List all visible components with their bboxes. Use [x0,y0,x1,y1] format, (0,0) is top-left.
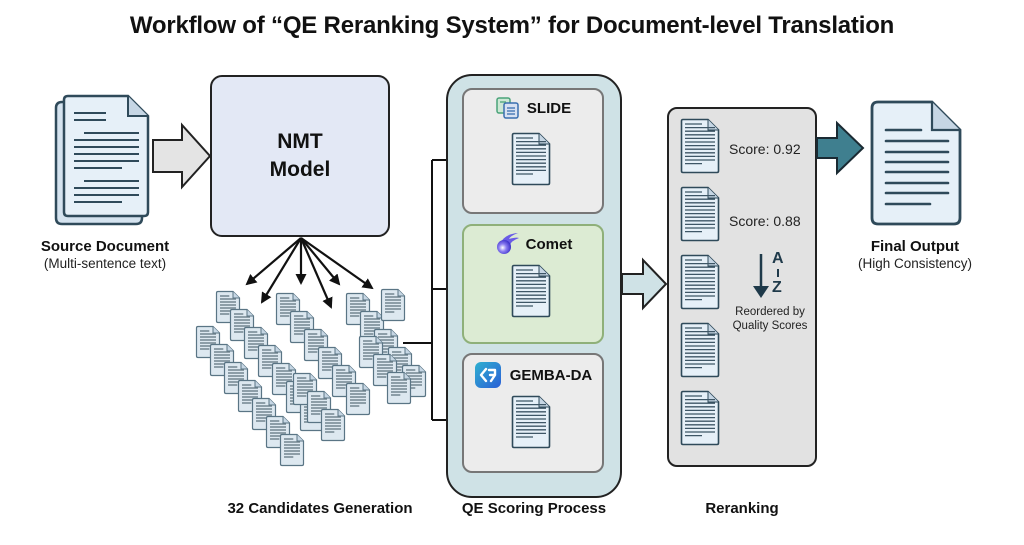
candidate-document-icon [223,361,249,395]
sort-a-z-icon: A Z [750,250,800,302]
score-label-1: Score: 0.92 [729,141,801,157]
candidate-document-icon [345,382,371,416]
slide-document-icon [511,132,551,191]
reranked-document-icon [680,322,720,378]
final-output-sublabel: (High Consistency) [857,256,973,271]
nmt-fanout-arrows [245,237,374,309]
nmt-label-line1: NMT [277,130,323,153]
qe-document-icon [511,132,551,186]
candidate-document-icon [380,288,406,322]
final-output-label: Final Output [870,238,960,255]
candidate-document-icon [279,433,305,467]
reorder-caption-line1: Reordered by [735,306,805,318]
reranked-document-icon [680,254,720,310]
gemba-document-icon [511,395,551,454]
reranked-document-icon [680,390,720,446]
gemba-label: GEMBA-DA [509,366,593,384]
nmt-model-box: NMT Model [210,75,390,237]
diagram-title: Workflow of “QE Reranking System” for Do… [129,12,895,39]
reranked-document-icon [680,186,720,242]
comet-logo-icon [496,233,519,254]
qe-card-gemba: GEMBA-DA [462,353,604,473]
source-document-icon [54,94,150,226]
reranked-document-icon [680,118,720,174]
sort-letter-separator [777,269,779,277]
score-label-2: Score: 0.88 [729,213,801,229]
qe-scoring-label: QE Scoring Process [461,500,607,517]
reranking-label: Reranking [705,500,779,517]
comet-label: Comet [525,235,573,253]
sort-letter-z: Z [772,279,782,296]
qe-to-rerank-arrow [621,257,668,311]
reranked-documents [680,118,724,458]
source-document-sublabel: (Multi-sentence text) [43,256,167,271]
rerank-to-final-arrow [816,120,865,176]
candidates-cluster [180,280,427,470]
gemba-logo-icon [474,362,501,388]
source-to-nmt-arrow [152,122,212,190]
qe-document-icon [511,395,551,449]
sort-down-arrow-icon [753,254,769,298]
candidate-document-icon [386,371,412,405]
nmt-label-line2: Model [269,158,331,181]
sort-letter-a: A [772,250,784,267]
candidate-document-icon [320,408,346,442]
candidates-label: 32 Candidates Generation [227,500,413,517]
qe-document-icon [511,264,551,318]
candidate-document-icon [331,364,357,398]
source-document-label: Source Document [40,238,170,255]
final-output-document-icon [870,100,962,226]
comet-document-icon [511,264,551,323]
reorder-caption-line2: Quality Scores [732,320,808,332]
slide-label: SLIDE [526,99,572,117]
slide-logo-icon [496,97,519,119]
qe-card-comet: Comet [462,224,604,344]
qe-card-slide: SLIDE [462,88,604,214]
reorder-caption: Reordered by Quality Scores [722,305,818,333]
